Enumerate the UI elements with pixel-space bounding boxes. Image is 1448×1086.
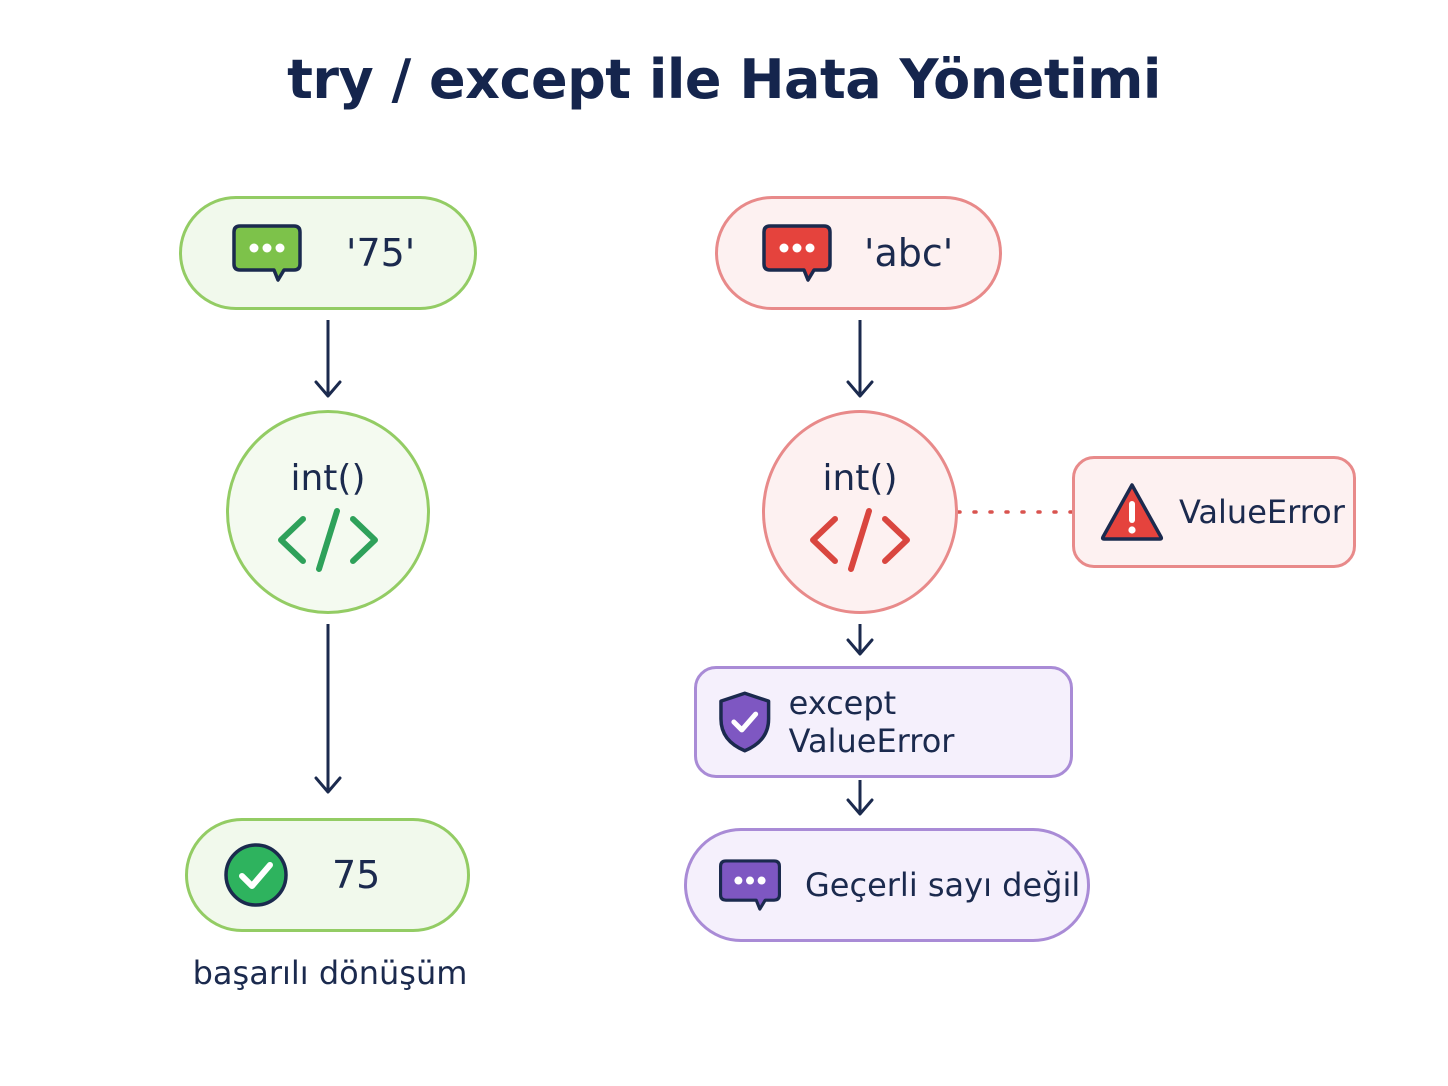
arrowhead (846, 638, 874, 656)
success-result-pill: 75 (185, 818, 470, 932)
success-input-pill: '75' (179, 196, 477, 310)
success-result-value: 75 (332, 853, 381, 897)
success-input-value: '75' (346, 231, 416, 275)
error-input-pill: 'abc' (715, 196, 1002, 310)
success-caption: başarılı dönüşüm (192, 954, 468, 992)
error-input-value: 'abc' (864, 231, 954, 275)
value-error-label: ValueError (1179, 493, 1345, 531)
error-function-label: int() (822, 457, 898, 499)
chat-bubble-icon (719, 859, 781, 911)
arrowhead (846, 380, 874, 398)
code-brackets-icon (810, 507, 910, 572)
error-message-pill: Geçerli sayı değil (684, 828, 1090, 942)
error-message-label: Geçerli sayı değil (805, 866, 1081, 904)
diagram-title: try / except ile Hata Yönetimi (287, 48, 1161, 111)
warning-icon (1100, 483, 1164, 541)
except-label: except ValueError (788, 684, 955, 760)
chat-bubble-icon (762, 224, 832, 282)
shield-check-icon (719, 691, 771, 753)
arrowhead (314, 380, 342, 398)
except-box: except ValueError (694, 666, 1073, 778)
chat-bubble-icon (232, 224, 302, 282)
value-error-box: ValueError (1072, 456, 1356, 568)
success-function-label: int() (290, 457, 366, 499)
check-circle-icon (224, 843, 288, 907)
success-int-node: int() (226, 410, 430, 614)
arrowhead (314, 776, 342, 794)
arrowhead (846, 798, 874, 816)
error-int-node: int() (762, 410, 958, 614)
code-brackets-icon (278, 507, 378, 572)
